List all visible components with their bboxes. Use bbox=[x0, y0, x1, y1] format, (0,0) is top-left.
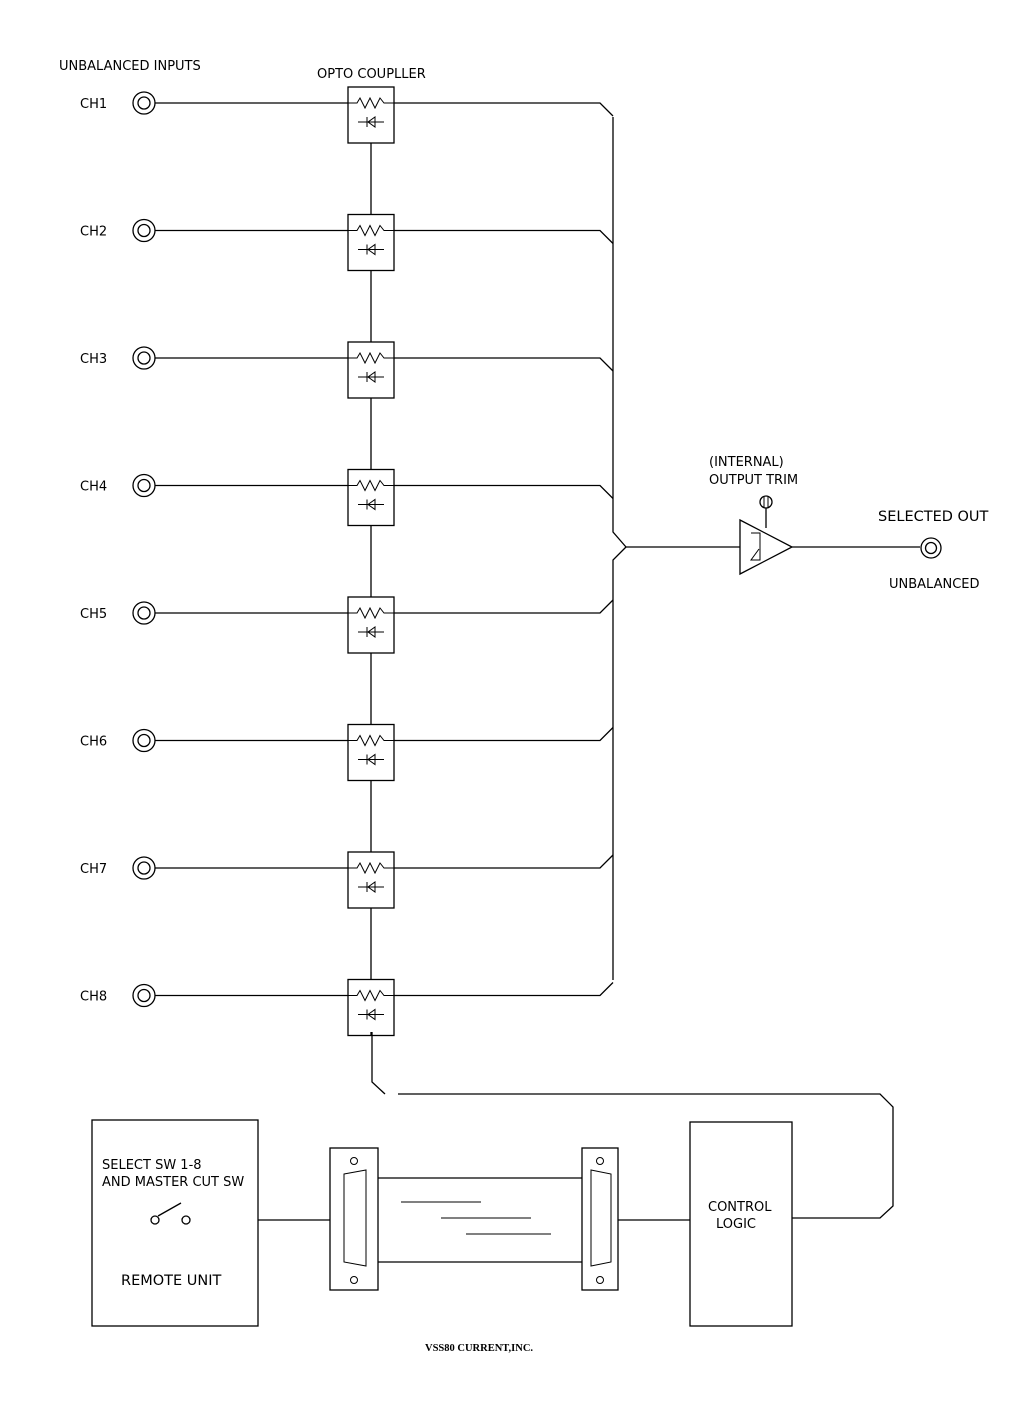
output-line bbox=[394, 854, 614, 869]
output-trim-label: OUTPUT TRIM bbox=[709, 473, 798, 488]
remote-unit-title: REMOTE UNIT bbox=[121, 1273, 222, 1289]
input-jack-icon bbox=[132, 346, 156, 370]
channel-row-2: CH2 bbox=[80, 213, 614, 342]
footer-caption: VSS80 CURRENT,INC. bbox=[425, 1343, 533, 1354]
channel-label: CH6 bbox=[80, 735, 107, 750]
opto-coupler-icon bbox=[347, 596, 395, 654]
channel-row-6: CH6 bbox=[80, 723, 614, 852]
channel-row-7: CH7 bbox=[80, 851, 614, 980]
selected-out-jack-icon bbox=[920, 537, 942, 559]
remote-select-label: SELECT SW 1-8 bbox=[102, 1158, 202, 1173]
selected-out-label: SELECTED OUT bbox=[878, 509, 989, 525]
opto-coupler-icon bbox=[347, 86, 395, 144]
channel-label: CH2 bbox=[80, 225, 107, 240]
output-line bbox=[394, 982, 614, 997]
input-jack-icon bbox=[132, 601, 156, 625]
input-jack-icon bbox=[132, 91, 156, 115]
output-amplifier bbox=[739, 518, 794, 576]
control-label: CONTROL bbox=[708, 1200, 772, 1215]
opto-coupler-icon bbox=[347, 851, 395, 909]
channel-label: CH3 bbox=[80, 352, 107, 367]
internal-label: (INTERNAL) bbox=[709, 455, 784, 470]
summing-bus-upper bbox=[612, 117, 627, 548]
channel-row-5: CH5 bbox=[80, 596, 614, 725]
channel-label: CH1 bbox=[80, 97, 107, 112]
output-line bbox=[394, 727, 614, 742]
channel-row-1: CH1 bbox=[80, 86, 614, 215]
channel-row-4: CH4 bbox=[80, 468, 614, 597]
input-jack-icon bbox=[132, 728, 156, 753]
channel-row-8: CH8 bbox=[80, 978, 614, 1037]
opto-coupler-icon bbox=[347, 978, 395, 1037]
input-jack-icon bbox=[132, 856, 156, 880]
output-line bbox=[394, 599, 614, 614]
output-line bbox=[394, 102, 614, 117]
summing-bus-lower bbox=[612, 546, 627, 980]
channel-row-3: CH3 bbox=[80, 341, 614, 470]
cable-icon bbox=[378, 1177, 582, 1263]
input-jack-icon bbox=[132, 983, 156, 1008]
switch-icon bbox=[150, 1202, 191, 1225]
opto-coupler-heading: OPTO COUPLLER bbox=[317, 67, 426, 82]
remote-master-cut-label: AND MASTER CUT SW bbox=[102, 1175, 244, 1190]
control-logic-box bbox=[689, 1121, 793, 1327]
opto-coupler-icon bbox=[347, 213, 395, 272]
input-jack-icon bbox=[132, 473, 156, 498]
output-line bbox=[394, 484, 614, 499]
opto-coupler-icon bbox=[347, 468, 395, 527]
output-trim-pot-icon bbox=[759, 495, 773, 528]
channel-label: CH5 bbox=[80, 607, 107, 622]
input-jack-icon bbox=[132, 218, 156, 243]
opto-coupler-icon bbox=[347, 723, 395, 782]
output-line bbox=[394, 229, 614, 244]
unbalanced-inputs-heading: UNBALANCED INPUTS bbox=[59, 59, 201, 74]
channel-label: CH7 bbox=[80, 862, 107, 877]
channel-label: CH8 bbox=[80, 990, 107, 1005]
right-db-connector-icon bbox=[581, 1147, 619, 1291]
channel-label: CH4 bbox=[80, 480, 107, 495]
logic-label: LOGIC bbox=[716, 1217, 756, 1232]
unbalanced-out-label: UNBALANCED bbox=[889, 577, 980, 592]
opto-coupler-icon bbox=[347, 341, 395, 399]
output-line bbox=[394, 357, 614, 372]
control-bus-line bbox=[371, 1032, 894, 1219]
remote-unit-box bbox=[91, 1119, 259, 1327]
left-db-connector-icon bbox=[329, 1147, 379, 1291]
